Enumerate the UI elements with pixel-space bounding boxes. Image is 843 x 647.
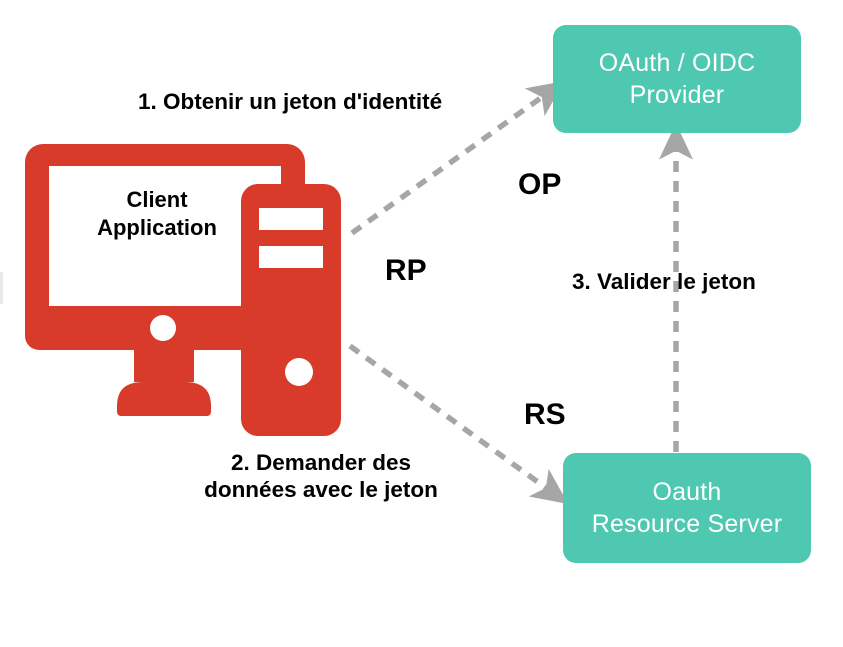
role-label-rp: RP	[385, 254, 427, 287]
edge-artifact	[0, 272, 3, 304]
monitor-power-dot	[150, 315, 176, 341]
tower-drive-slot-top	[259, 208, 323, 230]
client-label-line1: Client	[126, 187, 188, 212]
step-3-label: 3. Valider le jeton	[572, 269, 756, 294]
resource-server-label-line1: Oauth	[652, 478, 722, 506]
client-application-label: Client Application	[72, 186, 242, 241]
step-1-label: 1. Obtenir un jeton d'identité	[138, 89, 443, 114]
role-label-rs: RS	[524, 398, 566, 431]
step-2-label-line1: 2. Demander des	[230, 450, 412, 475]
step-2-label-line2: données avec le jeton	[204, 477, 438, 503]
monitor-stand-base	[117, 382, 211, 416]
oauth-resource-server-node[interactable]: Oauth Resource Server	[563, 453, 811, 563]
resource-server-label-line2: Resource Server	[591, 510, 783, 538]
step-2-label: 2. Demander des données avec le jeton	[186, 449, 456, 504]
provider-label-line1: OAuth / OIDC	[598, 49, 756, 77]
monitor-stand-neck	[134, 350, 194, 382]
role-label-op: OP	[518, 168, 562, 201]
client-label-line2: Application	[97, 214, 217, 240]
oauth-oidc-provider-node[interactable]: OAuth / OIDC Provider	[553, 25, 801, 133]
tower-power-button	[285, 358, 313, 386]
provider-label-line2: Provider	[629, 81, 725, 109]
tower-drive-slot-bottom	[259, 246, 323, 268]
client-computer-illustration	[25, 144, 341, 436]
